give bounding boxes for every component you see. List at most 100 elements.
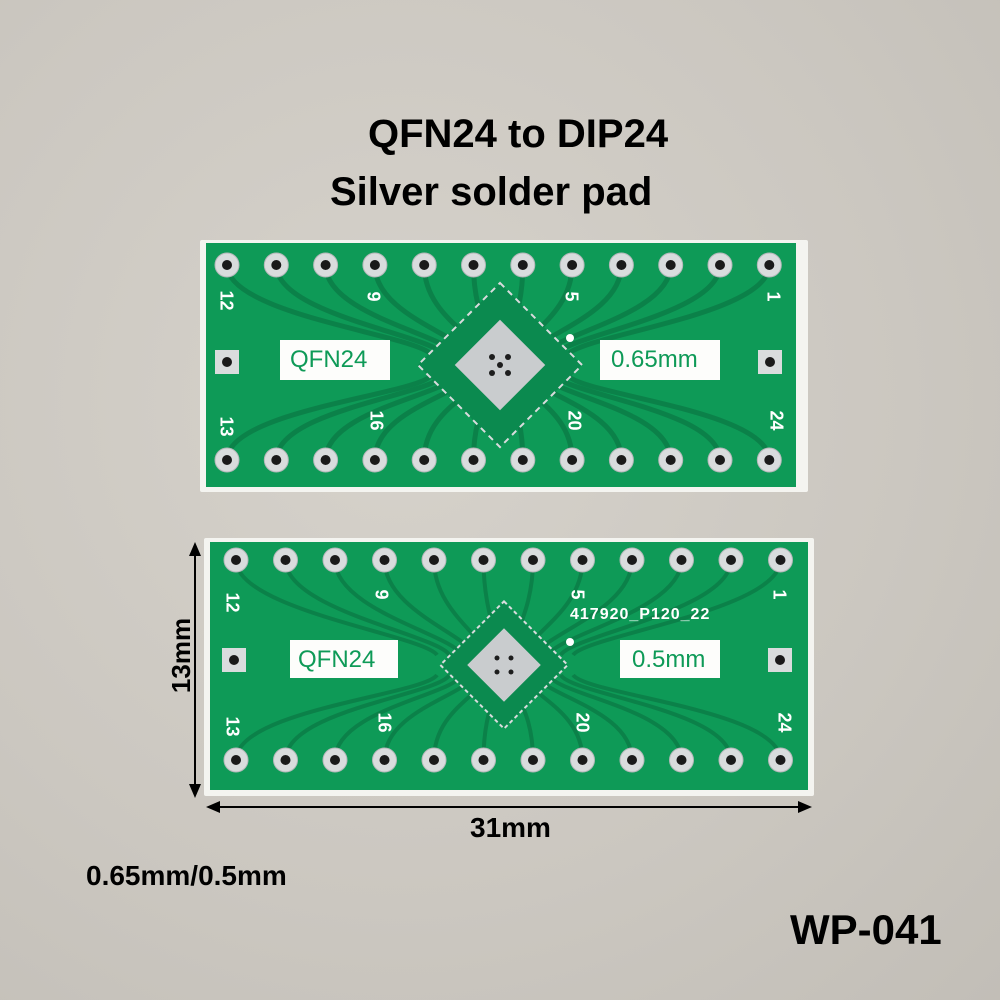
pcb-trace	[559, 673, 733, 761]
pad-hole	[764, 455, 775, 465]
pcb-trace	[552, 373, 723, 461]
pcb-board-top	[200, 240, 808, 492]
board-bottom-pin-12: 12	[222, 592, 243, 613]
pcb-trace	[565, 373, 772, 461]
pad-hole	[517, 260, 528, 270]
pad-hole	[764, 260, 775, 270]
board-bottom-pin-13: 13	[222, 716, 243, 737]
pad-hole	[726, 755, 736, 765]
pad-hole	[775, 555, 786, 565]
pad-hole	[715, 455, 725, 465]
pad-hole	[330, 755, 340, 765]
board-bottom-pin-5: 5	[567, 589, 588, 600]
pad-hole	[627, 555, 637, 565]
board-bottom-pin-1: 1	[769, 589, 790, 600]
board-bottom-pitch-label: 0.5mm	[632, 646, 706, 673]
pad-hole	[222, 357, 232, 367]
board-top-pin-1: 1	[763, 291, 784, 302]
pad-hole	[665, 260, 676, 270]
board-top-pin-5: 5	[561, 291, 582, 302]
pad-hole	[468, 455, 479, 465]
pcb-trace	[571, 559, 783, 657]
model-label: WP-041	[790, 906, 942, 953]
pad-hole	[379, 755, 390, 765]
pad-hole	[320, 455, 331, 465]
pad-hole	[231, 755, 241, 765]
board-bottom-pin-20: 20	[572, 712, 593, 733]
pad-hole	[369, 455, 380, 465]
pcb-trace	[224, 373, 434, 461]
pad-hole	[379, 555, 390, 565]
board-bottom-pin-16: 16	[374, 712, 395, 733]
width-dimension-arrow	[206, 801, 812, 813]
board-bottom-part-code: 417920_P120_22	[570, 606, 711, 623]
pcb-trace	[333, 559, 464, 657]
board-bottom-pin-24: 24	[774, 712, 795, 733]
qfn-footprint	[438, 599, 570, 731]
center-vias	[489, 354, 511, 376]
pad-hole	[330, 555, 340, 565]
pad-hole	[229, 655, 239, 665]
pcb-trace	[333, 673, 464, 761]
pad-hole	[280, 755, 291, 765]
pad-hole	[429, 555, 439, 565]
pad-hole	[369, 260, 380, 270]
pcb-trace	[283, 559, 452, 657]
pad-hole	[320, 260, 331, 270]
pad-hole	[517, 455, 528, 465]
pad-hole	[775, 755, 786, 765]
pcb-trace	[571, 673, 783, 761]
height-dimension-label: 13mm	[166, 617, 197, 694]
pad-hole	[676, 755, 687, 765]
pad-hole	[468, 260, 479, 270]
pad-hole	[429, 755, 439, 765]
pad-hole	[222, 260, 232, 270]
board-top-pin-13: 13	[216, 416, 237, 437]
board-bottom-pin-9: 9	[371, 589, 392, 600]
pad-hole	[616, 455, 627, 465]
pad-hole	[222, 455, 232, 465]
pcb-trace	[234, 673, 439, 761]
pad-hole	[528, 755, 538, 765]
width-dimension-label: 31mm	[470, 812, 551, 843]
pcb-trace	[565, 264, 772, 357]
pad-hole	[577, 755, 588, 765]
pad-hole	[567, 455, 578, 465]
board-top-pin-16: 16	[366, 410, 387, 431]
pcb-trace	[273, 373, 447, 461]
board-top-pin-20: 20	[564, 410, 585, 431]
pcb-trace	[234, 559, 439, 657]
pcb-trace	[283, 673, 452, 761]
pad-hole	[567, 260, 578, 270]
pad-hole	[676, 555, 687, 565]
pad-hole	[577, 555, 588, 565]
title-line-1: QFN24 to DIP24	[368, 112, 669, 156]
height-dimension-arrow	[189, 542, 201, 798]
board-top-package-label: QFN24	[290, 346, 368, 373]
title-line-2: Silver solder pad	[330, 170, 653, 214]
pitch-options-label: 0.65mm/0.5mm	[86, 860, 287, 891]
board-bottom-package-label: QFN24	[298, 646, 376, 673]
center-vias	[494, 655, 514, 675]
pad-hole	[478, 555, 489, 565]
board-top-pitch-label: 0.65mm	[611, 346, 698, 373]
pad-hole	[271, 455, 282, 465]
pad-hole	[231, 555, 241, 565]
pad-hole	[280, 555, 291, 565]
board-top-pin-24: 24	[766, 410, 787, 431]
pad-hole	[419, 260, 430, 270]
pcb-trace	[559, 559, 733, 657]
pad-hole	[726, 555, 736, 565]
board-top-pin-12: 12	[216, 290, 237, 311]
pcb-trace	[546, 559, 684, 657]
pad-hole	[715, 260, 725, 270]
board-top-pin-9: 9	[363, 291, 384, 302]
pcb-trace	[224, 264, 434, 357]
pcb-board-bottom	[204, 538, 814, 796]
pad-hole	[627, 755, 637, 765]
pad-hole	[478, 755, 489, 765]
pad-hole	[528, 555, 538, 565]
pad-hole	[419, 455, 430, 465]
pad-hole	[665, 455, 676, 465]
pcb-trace	[273, 264, 447, 357]
